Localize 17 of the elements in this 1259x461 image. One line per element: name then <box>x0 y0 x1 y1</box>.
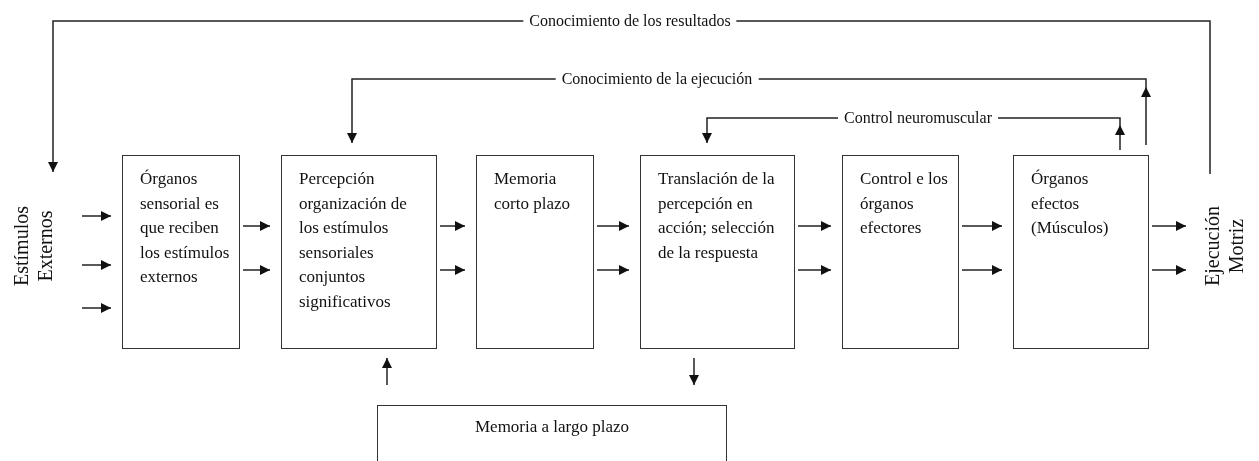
box-text: Percepción organización de los estímulos sensoriales conjuntos significativos <box>299 168 408 313</box>
process-box <box>842 155 959 349</box>
process-box <box>281 155 437 349</box>
process-box <box>640 155 795 349</box>
process-box <box>1013 155 1149 349</box>
box-text: Control e los órganos efectores <box>860 168 949 239</box>
box-text: Memoria a largo plazo <box>473 416 630 438</box>
process-box <box>377 405 727 461</box>
box-text: Translación de la percepción en acción; selección de la respuesta <box>658 168 776 264</box>
box-text: Órganos sensorial es que reciben los estímulos externos <box>140 168 231 288</box>
process-box <box>122 155 240 349</box>
box-text: Órganos efectos (Músculos) <box>1031 168 1110 239</box>
vertical-label: Ejecución Motriz <box>1200 196 1248 296</box>
edge-label: Conocimiento de la ejecución <box>555 69 759 89</box>
process-box <box>476 155 594 349</box>
box-text: Memoria corto plazo <box>494 168 571 215</box>
vertical-label: Estímulos Externos <box>9 196 57 296</box>
